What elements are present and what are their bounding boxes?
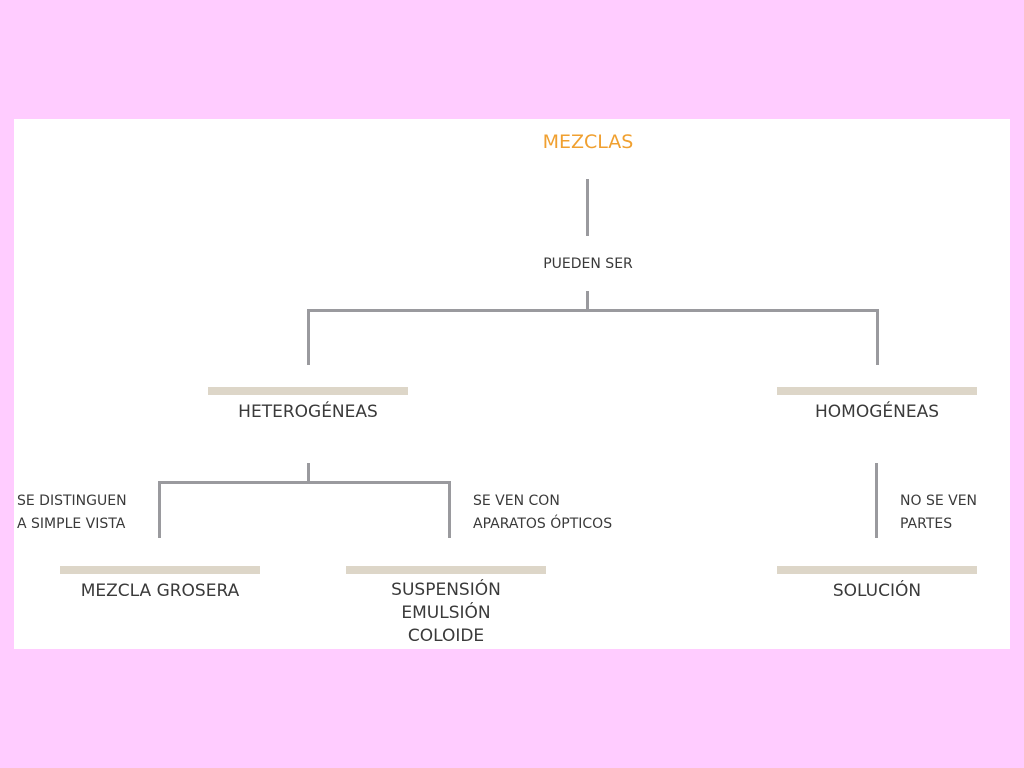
suspension-group-labels: SUSPENSIÓN EMULSIÓN COLOIDE: [346, 579, 546, 648]
mezcla-grosera-label: MEZCLA GROSERA: [80, 581, 240, 601]
middle-annotation-line-2: APARATOS ÓPTICOS: [473, 516, 613, 532]
heterogeneas-bar: [208, 387, 408, 395]
branch-right-drop-line: [876, 309, 879, 365]
left-annotation-line-2: A SIMPLE VISTA: [17, 516, 126, 532]
solucion-bar: [777, 566, 977, 574]
right-annotation: NO SE VEN PARTES: [900, 490, 977, 536]
left-annotation-line-1: SE DISTINGUEN: [17, 493, 127, 509]
middle-annotation: SE VEN CON APARATOS ÓPTICOS: [473, 490, 612, 536]
coloide-label: COLOIDE: [407, 626, 485, 646]
left-annotation: SE DISTINGUEN A SIMPLE VISTA: [17, 490, 127, 536]
mezcla-grosera-bar: [60, 566, 260, 574]
right-annotation-line-1: NO SE VEN: [900, 493, 978, 509]
right-annotation-line-2: PARTES: [900, 516, 953, 532]
suspension-drop-line: [448, 481, 451, 538]
emulsion-label: EMULSIÓN: [401, 603, 491, 623]
heterogeneas-down-line: [307, 463, 310, 483]
branch-left-drop-line: [307, 309, 310, 365]
mezcla-grosera-drop-line: [158, 481, 161, 538]
solucion-label: SOLUCIÓN: [832, 581, 922, 601]
suspension-label: SUSPENSIÓN: [391, 580, 501, 600]
title-connector-line: [586, 179, 589, 236]
diagram-slide: MEZCLAS PUEDEN SER HETEROGÉNEAS HOMOGÉNE…: [14, 119, 1010, 649]
connector-down-line: [586, 291, 589, 309]
homogeneas-label: HOMOGÉNEAS: [814, 402, 939, 422]
heterogeneas-label: HETEROGÉNEAS: [238, 402, 378, 422]
suspension-bar: [346, 566, 546, 574]
homogeneas-bar: [777, 387, 977, 395]
diagram-title: MEZCLAS: [542, 131, 634, 153]
branch-horizontal-line: [307, 309, 879, 312]
homogeneas-down-line: [875, 463, 878, 538]
connector-label: PUEDEN SER: [543, 256, 633, 272]
heterogeneas-horizontal-line: [158, 481, 451, 484]
middle-annotation-line-1: SE VEN CON: [473, 493, 560, 509]
